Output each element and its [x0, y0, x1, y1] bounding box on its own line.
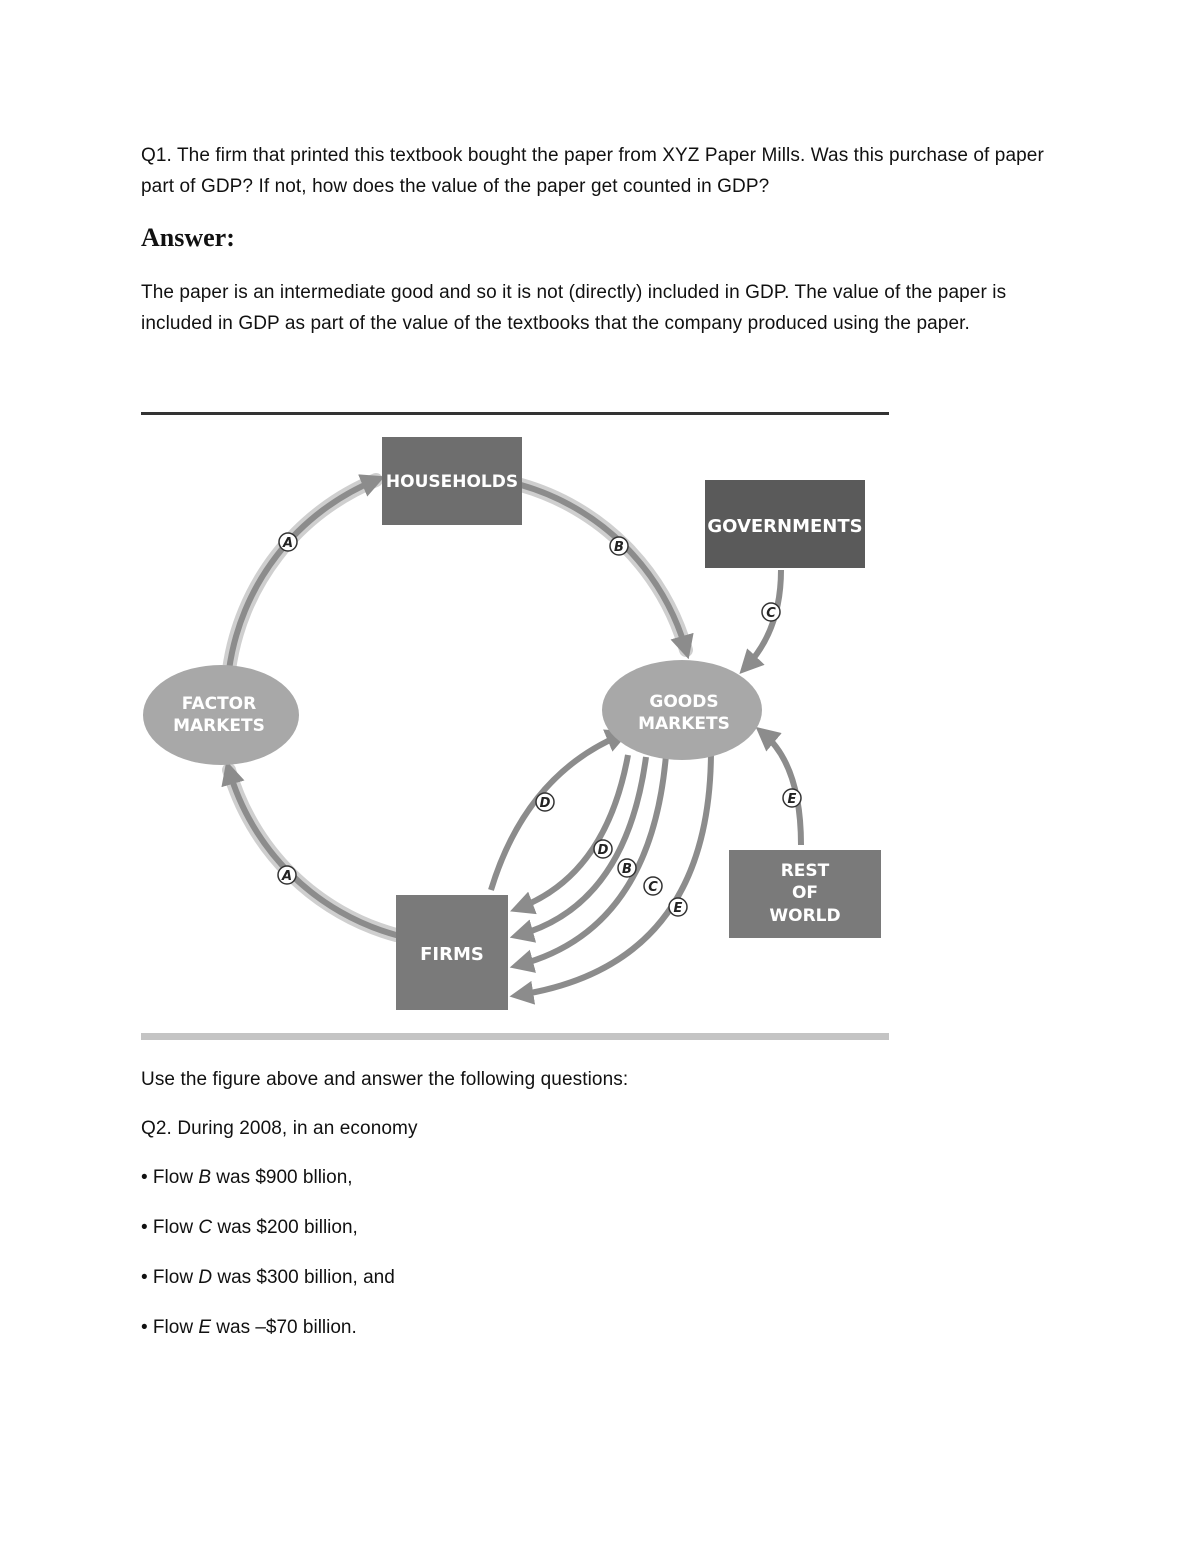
governments-label: GOVERNMENTS — [707, 516, 862, 537]
households-box — [382, 437, 522, 525]
rest-of-world-box — [729, 850, 881, 938]
svg-text:A: A — [282, 536, 293, 551]
svg-text:A: A — [281, 869, 292, 884]
marker-e-right: E — [782, 788, 802, 808]
question-1-text: The firm that printed this textbook boug… — [141, 145, 1044, 197]
svg-text:D: D — [540, 796, 551, 811]
marker-a-top: A — [278, 532, 298, 552]
question-1: Q1. The firm that printed this textbook … — [141, 140, 1071, 202]
flow-c-arrow — [739, 569, 784, 674]
rest-of-world-label-2: OF — [792, 883, 818, 903]
marker-b-top: B — [609, 536, 629, 556]
question-1-label: Q1. — [141, 145, 172, 166]
svg-text:C: C — [648, 880, 658, 895]
factor-markets-ellipse — [143, 665, 299, 765]
svg-text:C: C — [766, 606, 776, 621]
factor-markets-label-2: MARKETS — [173, 716, 265, 736]
flow-item: • Flow C was $200 billion, — [141, 1217, 358, 1238]
flow-e-arrow — [755, 726, 804, 846]
marker-a-bottom: A — [277, 865, 297, 885]
svg-text:E: E — [788, 792, 797, 807]
question-2-label: Q2. — [141, 1118, 172, 1139]
marker-c-top: C — [761, 602, 781, 622]
figure-bottom-rule — [141, 1033, 889, 1040]
governments-box — [705, 480, 865, 568]
circular-flow-diagram: HOUSEHOLDS GOVERNMENTS FACTOR MARKETS GO… — [141, 412, 889, 1040]
households-label: HOUSEHOLDS — [386, 472, 518, 492]
rest-of-world-label-3: WORLD — [769, 906, 840, 926]
figure-instruction: Use the figure above and answer the foll… — [141, 1069, 629, 1090]
factor-markets-label-1: FACTOR — [182, 694, 256, 714]
answer-heading: Answer: — [141, 223, 235, 252]
answer-text: The paper is an intermediate good and so… — [141, 282, 1007, 334]
firms-label: FIRMS — [420, 944, 484, 965]
flow-letter: E — [198, 1317, 212, 1338]
marker-d-lower: D — [593, 839, 613, 859]
flow-item: • Flow D was $300 billion, and — [141, 1267, 395, 1288]
svg-text:B: B — [622, 862, 632, 877]
goods-markets-label-2: MARKETS — [638, 714, 730, 734]
svg-text:B: B — [614, 540, 624, 555]
flow-letter: B — [198, 1167, 212, 1188]
goods-markets-label-1: GOODS — [649, 692, 718, 712]
rest-of-world-label-1: REST — [781, 861, 830, 881]
svg-text:E: E — [674, 901, 683, 916]
question-2-text: During 2008, in an economy — [171, 1118, 418, 1139]
marker-d-upper: D — [535, 792, 555, 812]
marker-c-lower: C — [643, 876, 663, 896]
flow-item: • Flow E was –$70 billion. — [141, 1317, 357, 1338]
svg-text:D: D — [598, 843, 609, 858]
marker-b-lower: B — [617, 858, 637, 878]
firms-box — [396, 895, 508, 1010]
question-2: Q2. During 2008, in an economy — [141, 1113, 418, 1144]
flow-letter: C — [198, 1217, 213, 1238]
figure-top-rule — [141, 412, 889, 415]
flow-letter: D — [198, 1267, 213, 1288]
goods-to-firms-flows — [509, 749, 714, 1005]
flow-item: • Flow B was $900 bllion, — [141, 1167, 353, 1188]
marker-e-lower: E — [668, 897, 688, 917]
goods-markets-ellipse — [602, 660, 762, 760]
flow-d-upper-arrow — [488, 729, 630, 891]
